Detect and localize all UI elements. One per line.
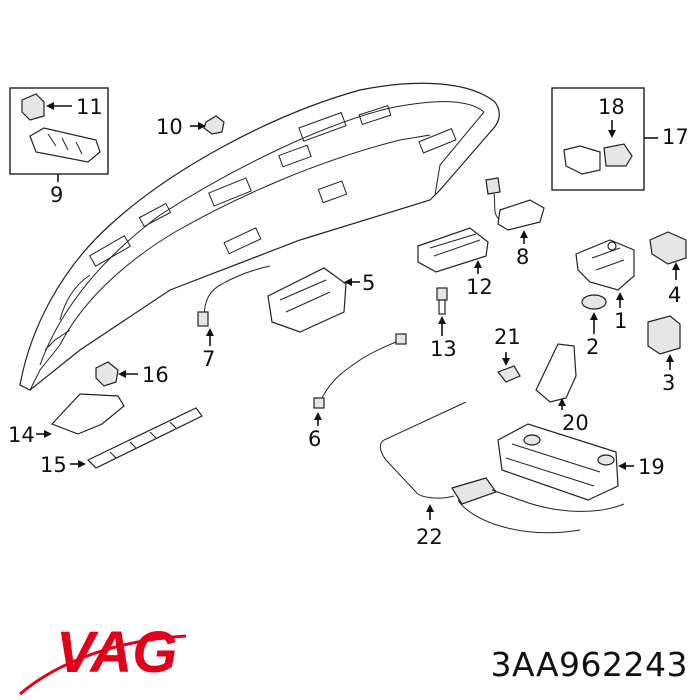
callout-20: 20 — [562, 411, 589, 435]
screw-21 — [497, 352, 521, 383]
nut-16 — [95, 361, 138, 387]
callout-15: 15 — [40, 453, 67, 477]
callout-19: 19 — [638, 455, 665, 479]
grommet-2 — [581, 294, 607, 334]
brand-name: VAG — [56, 620, 177, 685]
parts-box-17-18 — [551, 87, 658, 191]
callout-13: 13 — [430, 337, 457, 361]
callout-22: 22 — [416, 525, 443, 549]
callout-18: 18 — [598, 95, 625, 119]
callout-4: 4 — [668, 283, 681, 307]
callout-2: 2 — [586, 335, 599, 359]
bumper-3 — [647, 315, 681, 370]
cover-5 — [267, 267, 360, 333]
hinge-14 — [36, 393, 125, 438]
callout-5: 5 — [362, 271, 375, 295]
lock-1 — [575, 239, 635, 308]
callout-7: 7 — [202, 347, 215, 371]
vag-logo: VAG — [19, 620, 187, 696]
trunk-lid — [19, 82, 500, 391]
bracket-4 — [649, 231, 687, 280]
callout-21: 21 — [494, 325, 521, 349]
grommet-10 — [190, 115, 225, 135]
cable-7 — [197, 265, 271, 346]
cable-22 — [379, 401, 625, 534]
callout-11: 11 — [76, 95, 103, 119]
parts-box-9-11 — [9, 87, 109, 182]
callout-9: 9 — [50, 183, 63, 207]
callout-8: 8 — [516, 245, 529, 269]
module-12 — [417, 227, 489, 274]
callout-6: 6 — [308, 427, 321, 451]
connector-8 — [485, 177, 545, 244]
control-unit-19 — [497, 423, 634, 501]
bracket-20 — [535, 343, 577, 410]
strip-15 — [70, 407, 203, 469]
callout-14: 14 — [8, 423, 35, 447]
callout-1: 1 — [614, 309, 627, 333]
callout-3: 3 — [662, 371, 675, 395]
callout-16: 16 — [142, 363, 169, 387]
harness-6 — [313, 333, 407, 426]
bolt-13 — [436, 287, 448, 336]
callout-12: 12 — [466, 275, 493, 299]
callout-labels: 11 9 10 18 17 8 12 5 1 4 2 3 13 21 7 16 … — [8, 95, 689, 549]
callout-10: 10 — [156, 115, 183, 139]
callout-17: 17 — [662, 125, 689, 149]
part-number: 3AA962243 — [490, 645, 688, 684]
